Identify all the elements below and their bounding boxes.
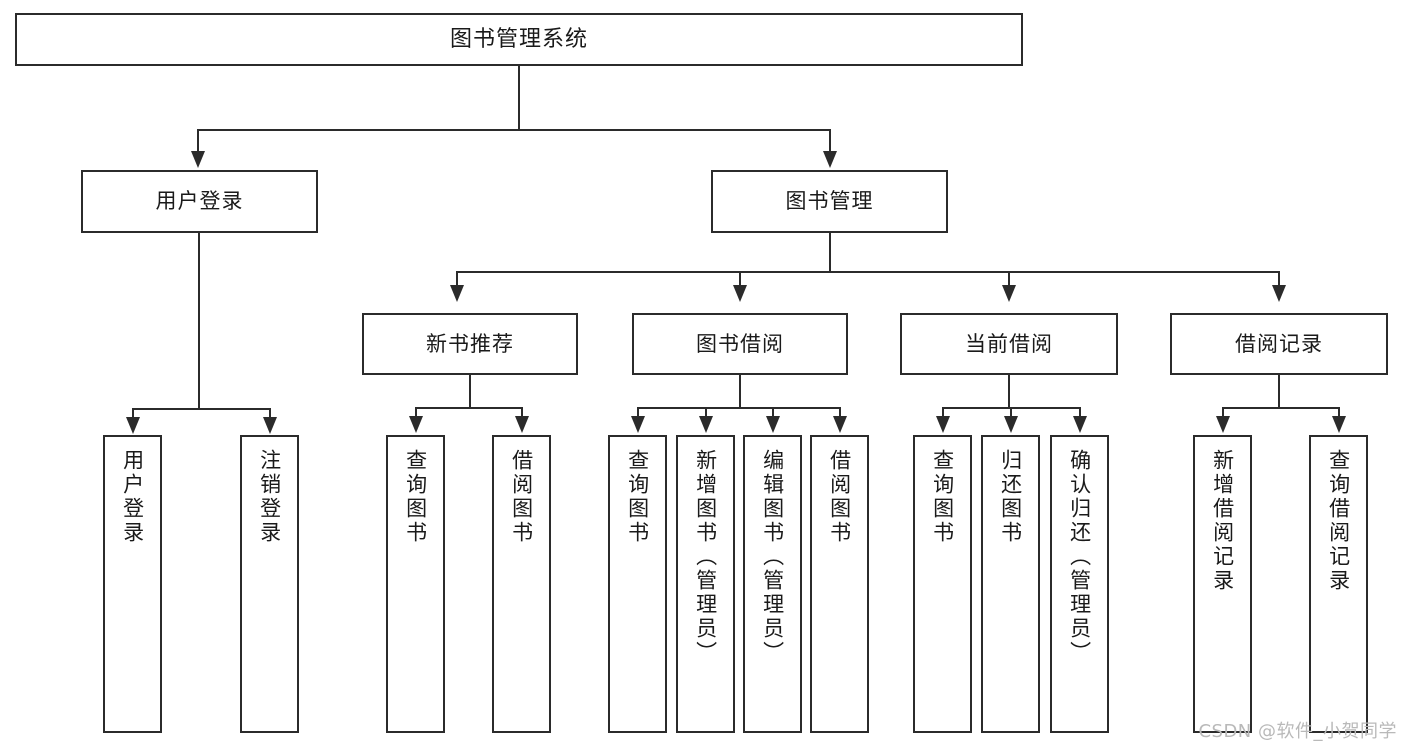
node-label: 借阅记录 — [1235, 331, 1323, 356]
arrowhead-bb-leaf-3 — [766, 416, 780, 433]
leaf-label: 查询借阅记录 — [1326, 449, 1351, 593]
leaf-label: 查询图书 — [930, 449, 955, 545]
connector-user-login-drop-2 — [269, 408, 271, 419]
connector-bm-drop-3 — [1008, 271, 1010, 286]
leaf-label: 借阅图书 — [509, 449, 534, 545]
arrowhead-cb-leaf-1 — [936, 416, 950, 433]
connector-root-stem — [518, 66, 520, 130]
arrowhead-bb-leaf-4 — [833, 416, 847, 433]
connector-nbr-bar — [415, 407, 523, 409]
leaf-label: 用户登录 — [120, 449, 145, 545]
arrowhead-to-book-borrow — [733, 285, 747, 302]
leaf-label: 查询图书 — [625, 449, 650, 545]
node-user-login[interactable]: 用户登录 — [81, 170, 318, 233]
connector-user-login-bar — [132, 408, 270, 410]
connector-user-login-drop-1 — [132, 408, 134, 419]
connector-bm-drop-4 — [1278, 271, 1280, 286]
connector-root-to-book-management — [829, 129, 831, 153]
arrowhead-to-user-login — [191, 151, 205, 168]
node-new-book-recommend[interactable]: 新书推荐 — [362, 313, 578, 375]
arrowhead-to-book-management — [823, 151, 837, 168]
connector-bb-bar — [637, 407, 841, 409]
node-borrow-record[interactable]: 借阅记录 — [1170, 313, 1388, 375]
leaf-current-borrow-query[interactable]: 查询图书 — [913, 435, 972, 733]
arrowhead-to-new-book-recommend — [450, 285, 464, 302]
leaf-label: 确认归还（管理员） — [1067, 449, 1092, 665]
csdn-watermark: CSDN @软件_小贺同学 — [1198, 721, 1397, 742]
arrowhead-nbr-leaf-2 — [515, 416, 529, 433]
connector-bb-drop-2 — [705, 407, 707, 418]
node-book-borrow[interactable]: 图书借阅 — [632, 313, 848, 375]
connector-nbr-stem — [469, 375, 471, 409]
connector-bm-drop-2 — [739, 271, 741, 286]
leaf-current-borrow-confirm-return[interactable]: 确认归还（管理员） — [1050, 435, 1109, 733]
leaf-user-login-login[interactable]: 用户登录 — [103, 435, 162, 733]
arrowhead-nbr-leaf-1 — [409, 416, 423, 433]
leaf-borrow-record-add[interactable]: 新增借阅记录 — [1193, 435, 1252, 733]
connector-bb-drop-3 — [772, 407, 774, 418]
leaf-book-borrow-borrow[interactable]: 借阅图书 — [810, 435, 869, 733]
connector-nbr-drop-1 — [415, 407, 417, 418]
node-book-management[interactable]: 图书管理 — [711, 170, 948, 233]
leaf-book-borrow-edit[interactable]: 编辑图书（管理员） — [743, 435, 802, 733]
node-label: 新书推荐 — [426, 331, 514, 356]
arrowhead-cb-leaf-3 — [1073, 416, 1087, 433]
connector-br-bar — [1222, 407, 1340, 409]
node-book-management-system[interactable]: 图书管理系统 — [15, 13, 1023, 66]
leaf-label: 编辑图书（管理员） — [760, 449, 785, 665]
connector-book-management-stem — [829, 233, 831, 272]
arrowhead-br-leaf-1 — [1216, 416, 1230, 433]
leaf-label: 注销登录 — [257, 449, 282, 545]
connector-cb-drop-2 — [1010, 407, 1012, 418]
arrowhead-to-borrow-record — [1272, 285, 1286, 302]
node-current-borrow[interactable]: 当前借阅 — [900, 313, 1118, 375]
connector-user-login-stem — [198, 233, 200, 409]
arrowhead-to-current-borrow — [1002, 285, 1016, 302]
connector-root-bar — [197, 129, 831, 131]
node-label: 用户登录 — [155, 189, 244, 214]
connector-cb-stem — [1008, 375, 1010, 409]
leaf-borrow-record-query[interactable]: 查询借阅记录 — [1309, 435, 1368, 733]
connector-bm-drop-1 — [456, 271, 458, 286]
connector-br-drop-1 — [1222, 407, 1224, 418]
arrowhead-bb-leaf-1 — [631, 416, 645, 433]
arrowhead-user-login-leaf-2 — [263, 417, 277, 434]
connector-bb-drop-4 — [839, 407, 841, 418]
arrowhead-user-login-leaf-1 — [126, 417, 140, 434]
leaf-current-borrow-return[interactable]: 归还图书 — [981, 435, 1040, 733]
connector-br-stem — [1278, 375, 1280, 409]
node-label: 图书管理 — [785, 189, 874, 214]
connector-cb-drop-3 — [1079, 407, 1081, 418]
connector-bb-drop-1 — [637, 407, 639, 418]
leaf-book-borrow-add[interactable]: 新增图书（管理员） — [676, 435, 735, 733]
leaf-label: 新增图书（管理员） — [693, 449, 718, 665]
leaf-user-login-logout[interactable]: 注销登录 — [240, 435, 299, 733]
node-label: 当前借阅 — [965, 331, 1053, 356]
leaf-new-book-query[interactable]: 查询图书 — [386, 435, 445, 733]
connector-nbr-drop-2 — [521, 407, 523, 418]
node-label: 图书借阅 — [696, 331, 784, 356]
leaf-label: 新增借阅记录 — [1210, 449, 1235, 593]
arrowhead-bb-leaf-2 — [699, 416, 713, 433]
leaf-label: 查询图书 — [403, 449, 428, 545]
node-label: 图书管理系统 — [449, 26, 588, 52]
connector-bb-stem — [739, 375, 741, 409]
connector-root-to-user-login — [197, 129, 199, 153]
arrowhead-cb-leaf-2 — [1004, 416, 1018, 433]
leaf-label: 借阅图书 — [827, 449, 852, 545]
arrowhead-br-leaf-2 — [1332, 416, 1346, 433]
leaf-book-borrow-query[interactable]: 查询图书 — [608, 435, 667, 733]
connector-br-drop-2 — [1338, 407, 1340, 418]
connector-book-management-bar — [456, 271, 1279, 273]
connector-cb-drop-1 — [942, 407, 944, 418]
leaf-label: 归还图书 — [998, 449, 1023, 545]
leaf-new-book-borrow[interactable]: 借阅图书 — [492, 435, 551, 733]
